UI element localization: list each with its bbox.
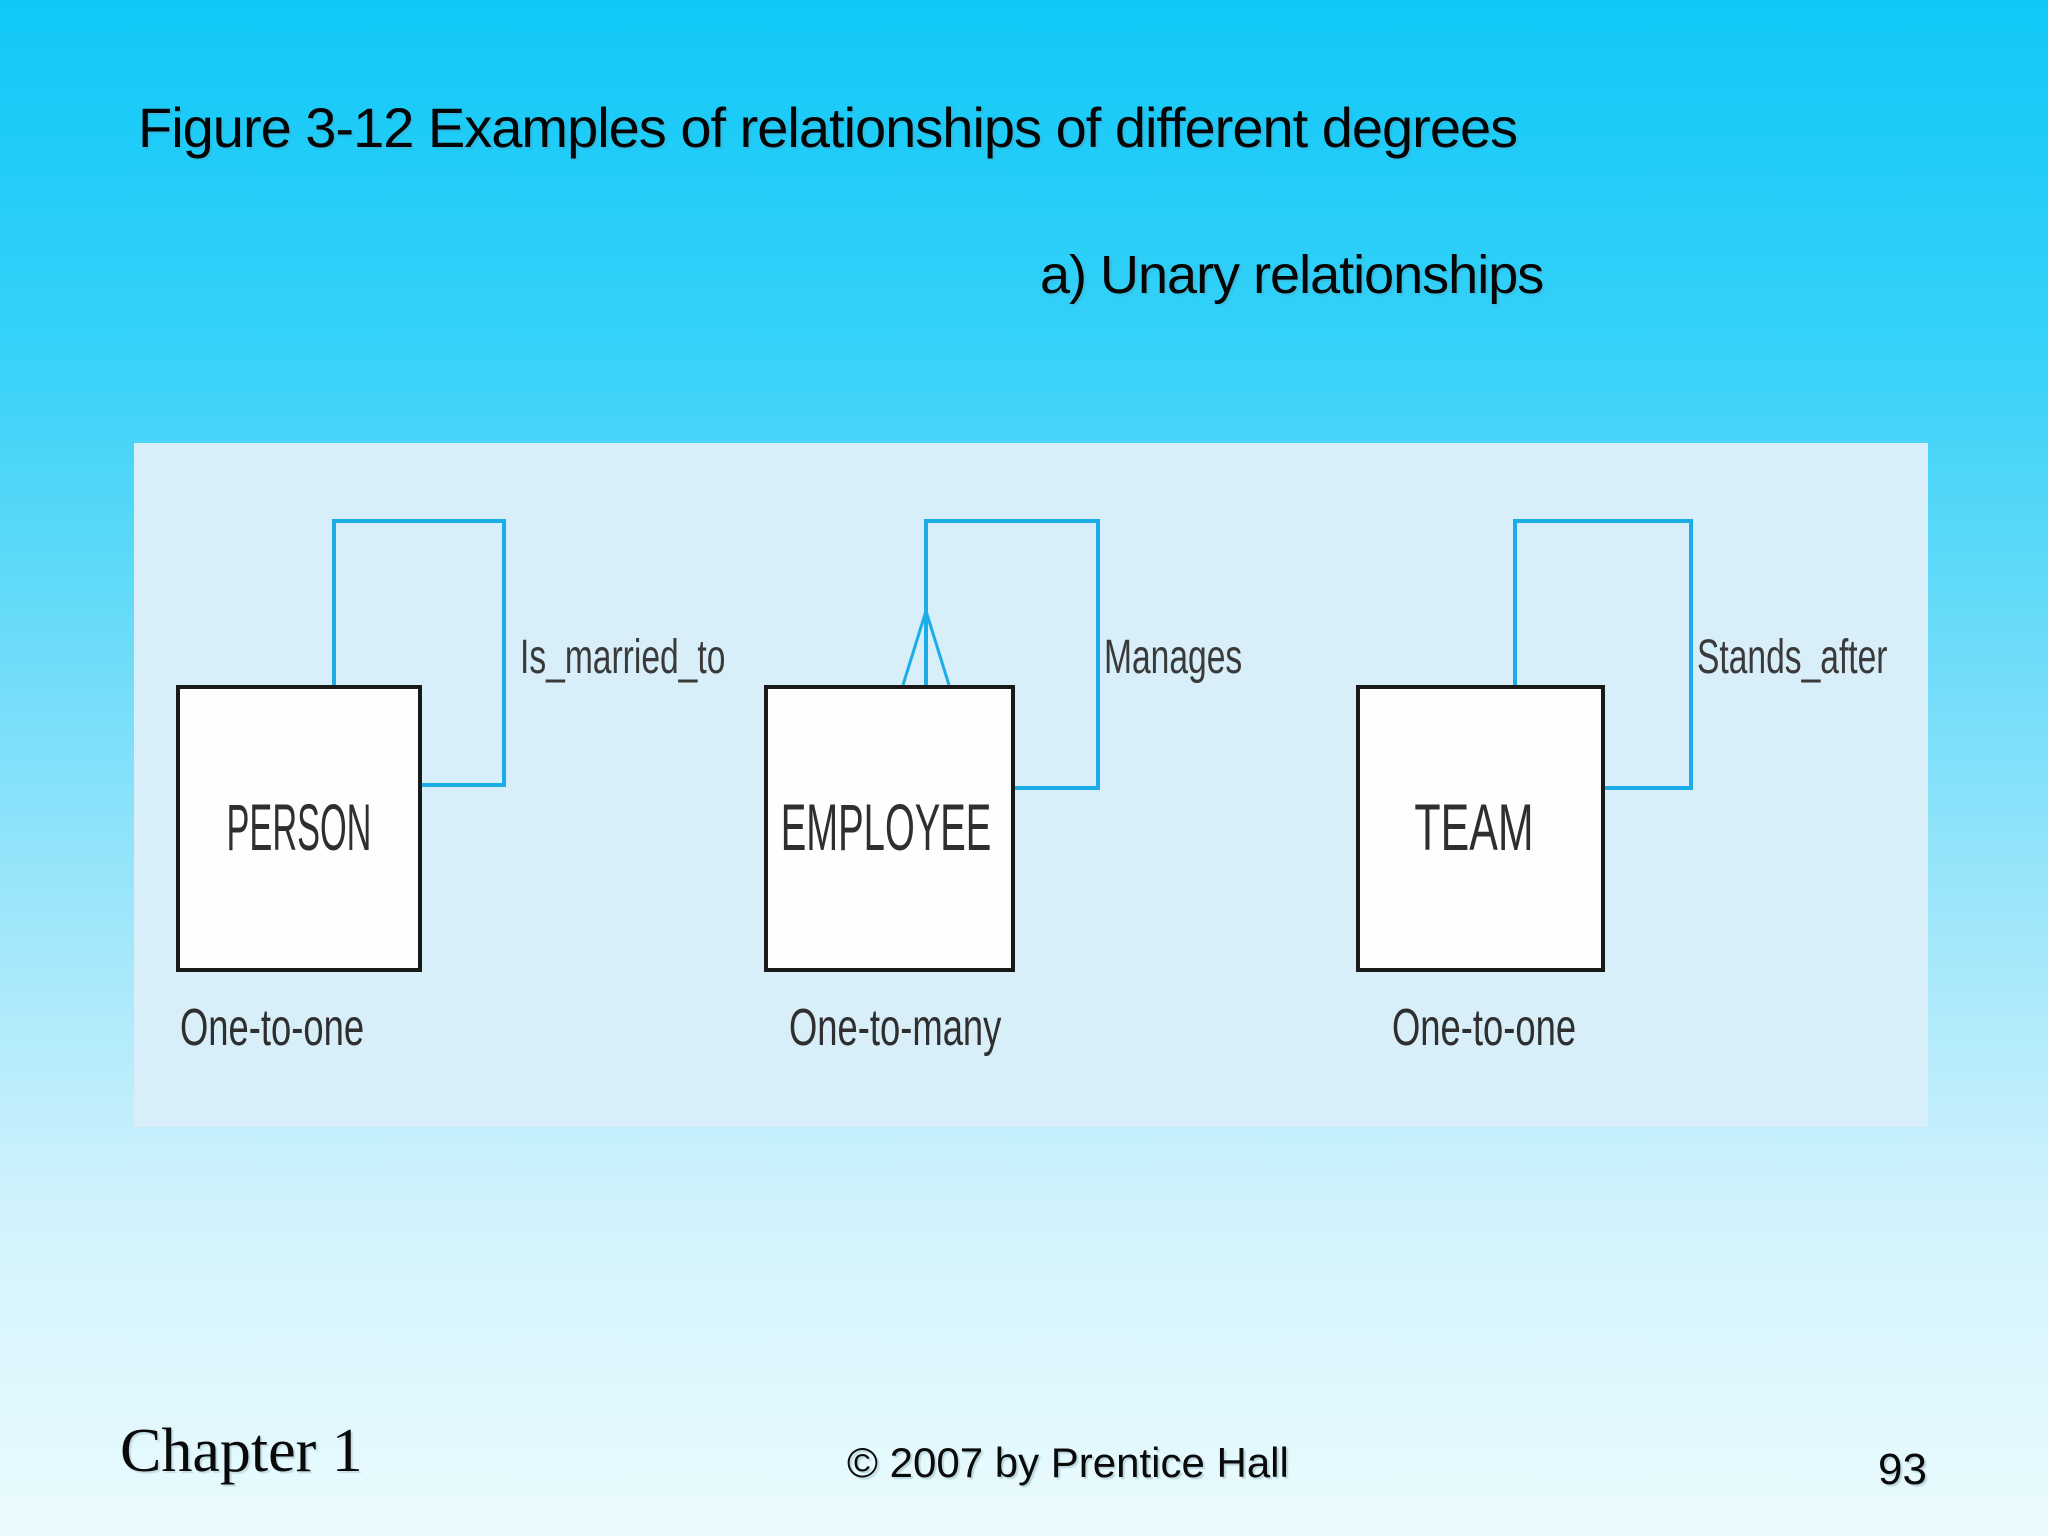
employee-entity-box bbox=[764, 685, 1015, 972]
person-entity-name: PERSON bbox=[227, 791, 372, 865]
footer-page-number: 93 bbox=[1878, 1445, 1927, 1494]
diagram-panel: PERSON Is_married_to One-to-one EMPLOYEE… bbox=[134, 443, 1928, 1127]
employee-entity: EMPLOYEE Manages One-to-many bbox=[764, 519, 1242, 1057]
person-cardinality-label: One-to-one bbox=[180, 997, 364, 1056]
team-relationship-label: Stands_after bbox=[1697, 629, 1888, 683]
crow-foot-many-indicator bbox=[901, 610, 928, 686]
footer-chapter: Chapter 1 bbox=[120, 1417, 363, 1485]
employee-relationship-label: Manages bbox=[1104, 629, 1242, 683]
unary-relationships-diagram: PERSON Is_married_to One-to-one EMPLOYEE… bbox=[176, 519, 1888, 1057]
section-label: a) Unary relationships bbox=[1040, 245, 1544, 305]
team-cardinality-label: One-to-one bbox=[1392, 997, 1576, 1056]
employee-cardinality-label: One-to-many bbox=[789, 997, 1002, 1056]
person-relationship-label: Is_married_to bbox=[520, 629, 725, 683]
employee-entity-name: EMPLOYEE bbox=[781, 791, 992, 864]
crow-foot-many-indicator bbox=[924, 610, 951, 686]
page-title: Figure 3-12 Examples of relationships of… bbox=[138, 96, 1518, 159]
employee-loop-connector bbox=[924, 519, 1100, 790]
team-entity-box bbox=[1356, 685, 1605, 972]
footer-copyright: © 2007 by Prentice Hall bbox=[847, 1439, 1289, 1486]
team-entity-name: TEAM bbox=[1414, 791, 1533, 865]
person-entity-box bbox=[176, 685, 422, 972]
person-entity: PERSON Is_married_to One-to-one bbox=[176, 519, 725, 1057]
person-loop-connector bbox=[332, 519, 506, 787]
team-loop-connector bbox=[1513, 519, 1693, 790]
team-entity: TEAM Stands_after One-to-one bbox=[1356, 519, 1888, 1057]
